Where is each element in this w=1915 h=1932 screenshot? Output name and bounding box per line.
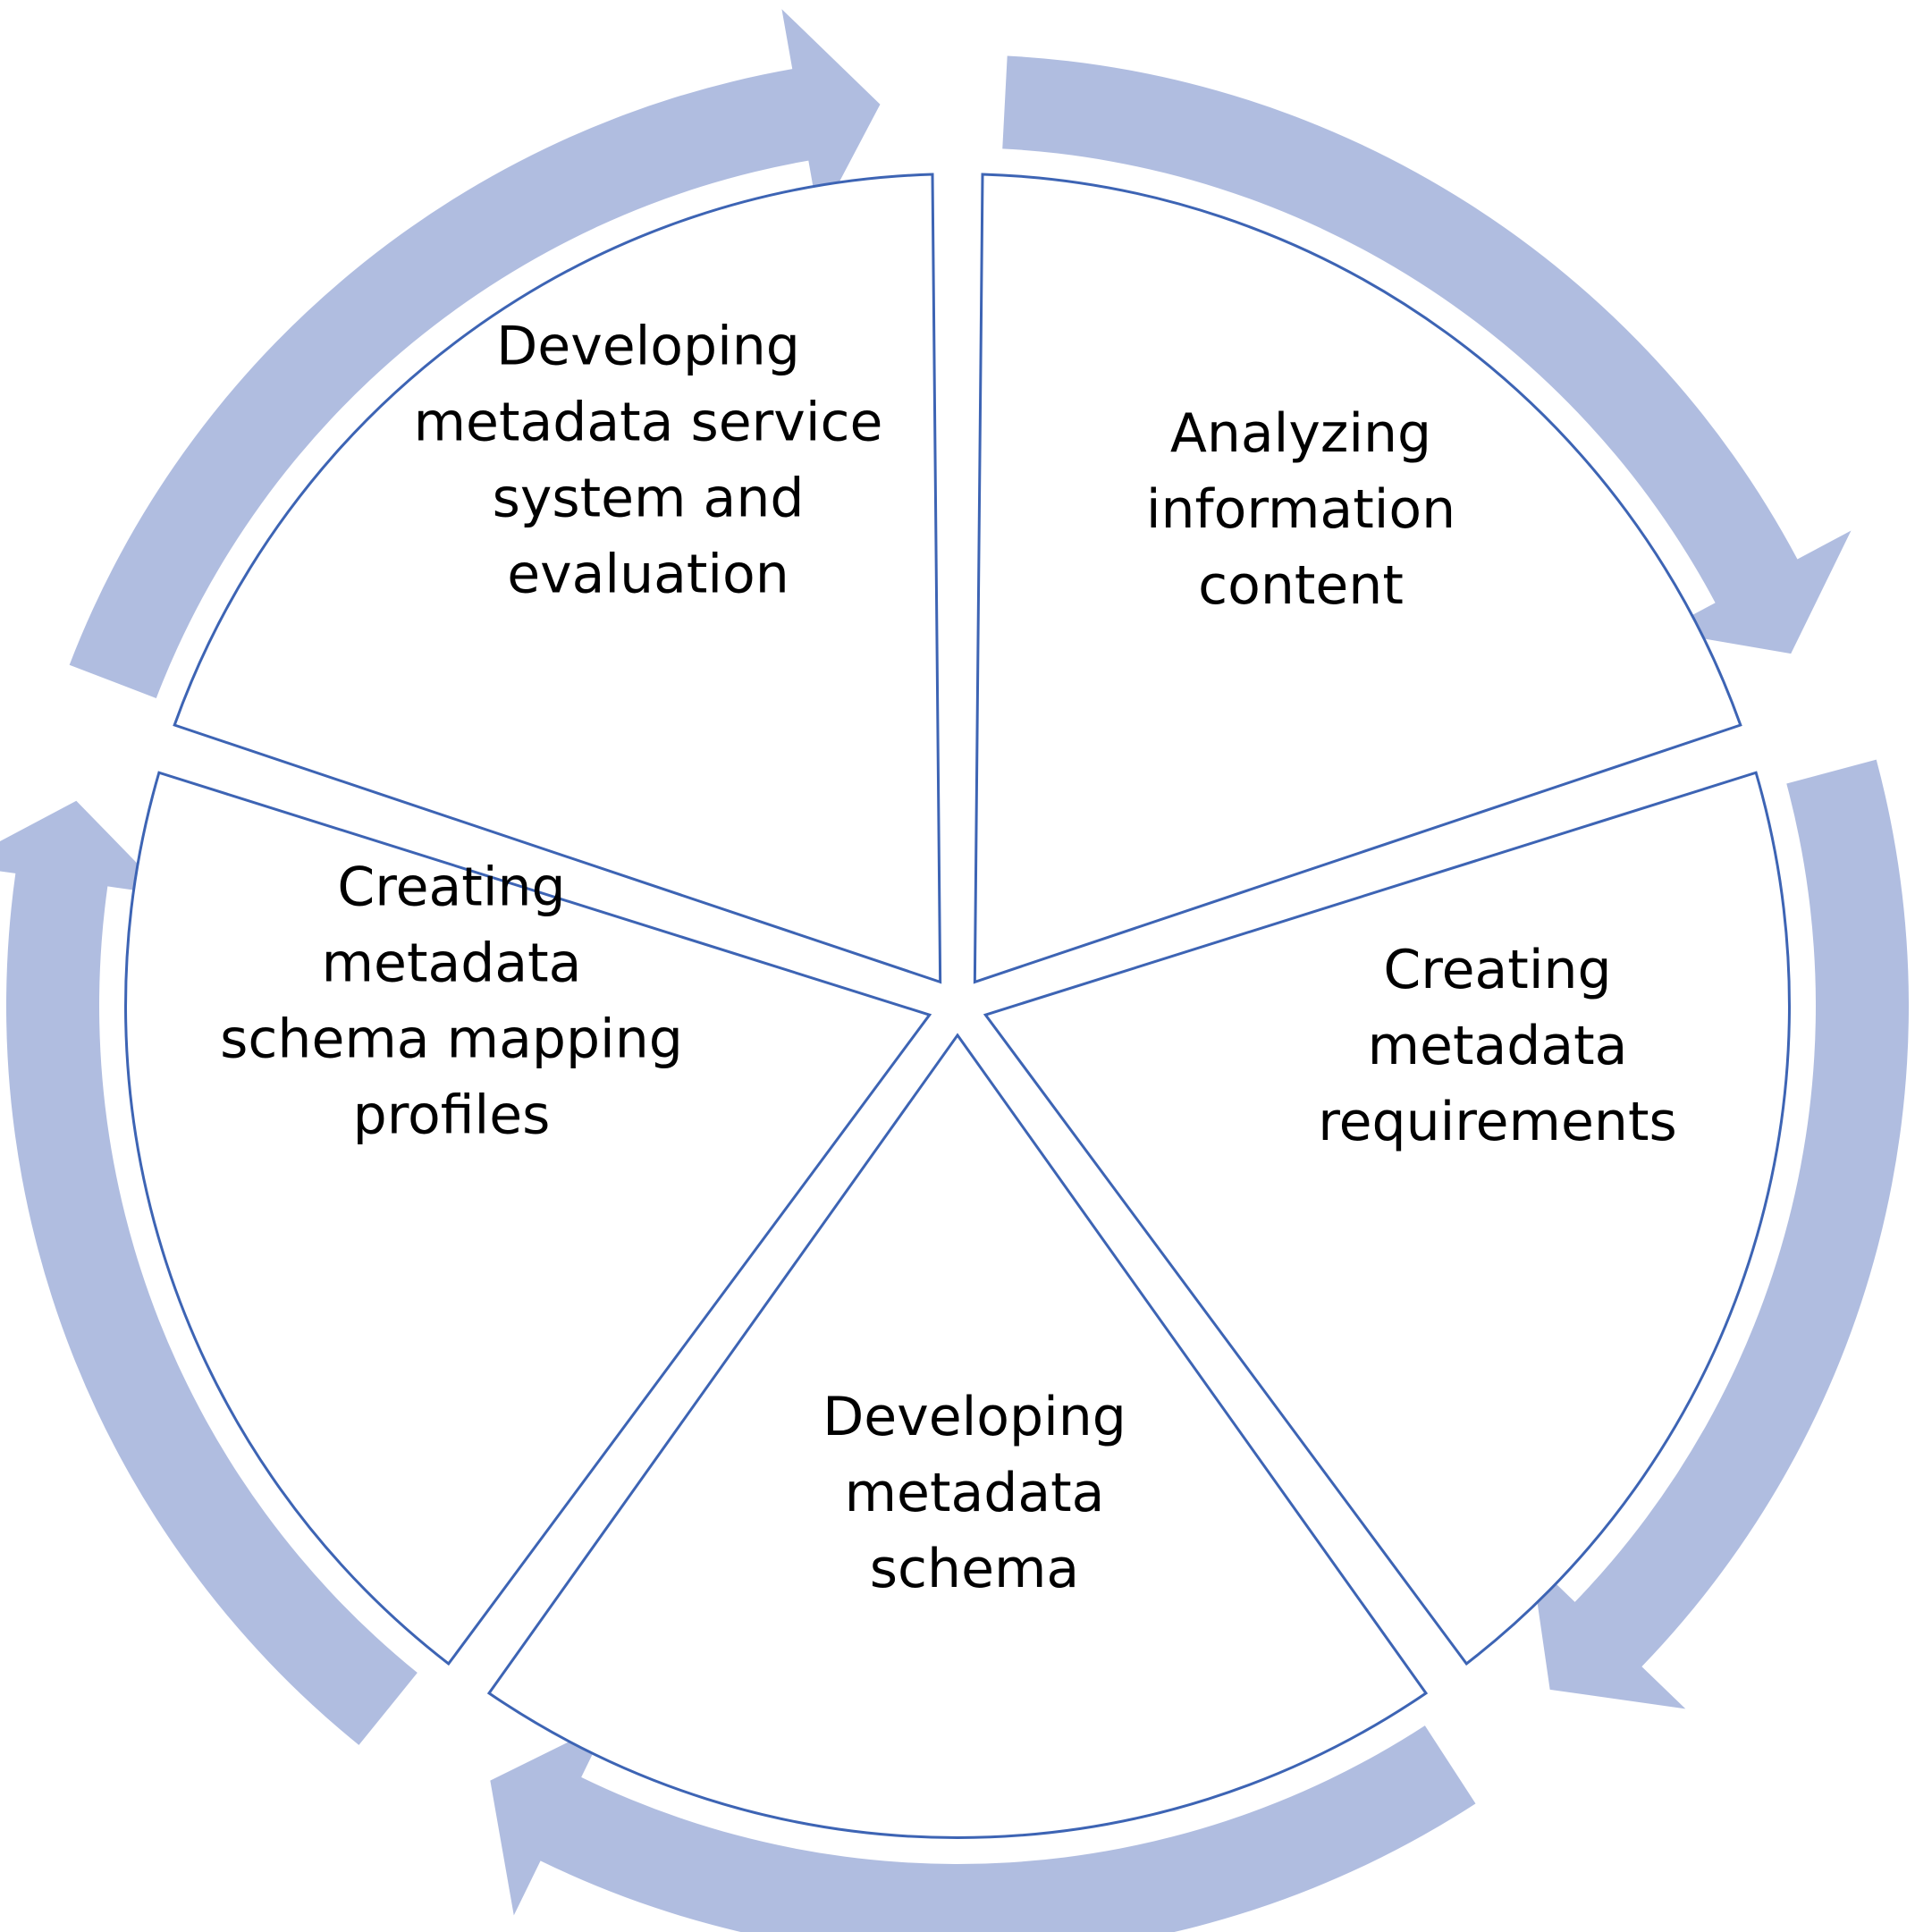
cycle-arrows <box>0 9 1909 1932</box>
label-schema: Developing metadata schema <box>823 1386 1126 1600</box>
segment-schema <box>486 1033 1429 1840</box>
label-analyzing-line: content <box>1198 554 1404 617</box>
cycle-arrow-3 <box>490 1722 1476 1932</box>
label-mapping-line: metadata <box>322 932 582 995</box>
label-service-line: evaluation <box>507 544 789 606</box>
label-mapping-line: schema mapping <box>220 1008 683 1071</box>
label-service: Developing metadata service system and eval… <box>414 316 883 606</box>
segment-mapping <box>124 771 932 1666</box>
label-analyzing-line: Analyzing <box>1170 402 1431 465</box>
label-mapping-line: Creating <box>337 856 565 919</box>
label-service-line: system and <box>493 468 805 530</box>
cycle-arrow-1 <box>1002 55 1852 654</box>
label-requirements-line: Creating <box>1383 939 1611 1001</box>
label-schema-line: schema <box>870 1538 1079 1600</box>
cycle-arrow-5 <box>69 9 881 698</box>
label-mapping-line: profiles <box>353 1084 551 1147</box>
label-requirements-line: metadata <box>1368 1015 1628 1077</box>
label-mapping: Creating metadata schema mapping profiles <box>220 856 683 1147</box>
cycle-arrow-4 <box>0 800 418 1745</box>
cycle-arrow-2 <box>1531 759 1909 1709</box>
label-requirements: Creating metadata requirements <box>1318 939 1676 1153</box>
label-schema-line: metadata <box>845 1462 1105 1524</box>
segment-requirements <box>983 771 1791 1666</box>
label-analyzing-line: information <box>1146 478 1455 541</box>
label-service-line: Developing <box>496 316 800 378</box>
cycle-segments <box>124 173 1791 1840</box>
label-service-line: metadata service <box>414 392 883 454</box>
label-analyzing: Analyzing information content <box>1146 402 1455 617</box>
segment-service <box>173 173 942 984</box>
label-schema-line: Developing <box>823 1386 1126 1448</box>
segment-analyzing <box>973 173 1742 984</box>
label-requirements-line: requirements <box>1318 1091 1676 1153</box>
